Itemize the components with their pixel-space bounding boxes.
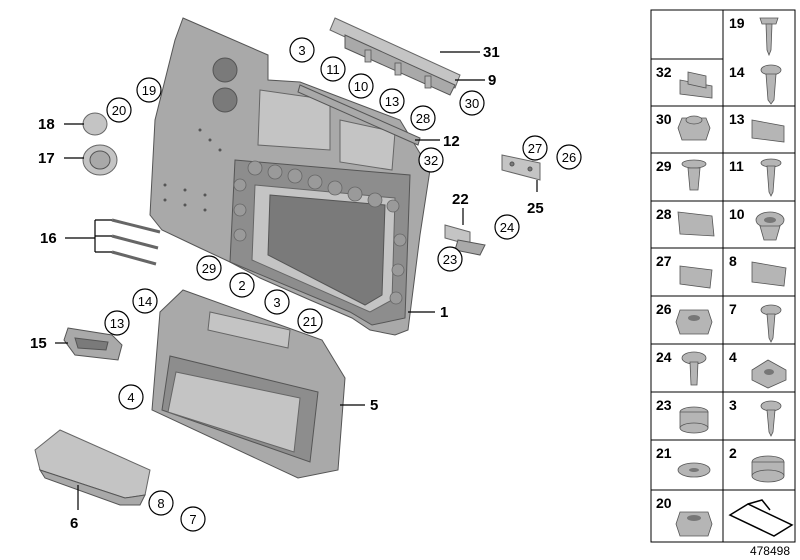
label-6: 6 <box>70 515 78 532</box>
label-12: 12 <box>443 133 460 150</box>
circle-label-3a: 3 <box>298 43 305 58</box>
circle-label-7: 7 <box>189 512 196 527</box>
part-11-screw <box>760 158 782 197</box>
part-24-screw <box>681 351 707 386</box>
circle-label-13a: 13 <box>385 94 399 109</box>
part-20-nut <box>675 511 713 537</box>
label-18: 18 <box>38 116 55 133</box>
circle-label-2: 2 <box>238 278 245 293</box>
grid-label-14: 14 <box>729 64 745 80</box>
circle-label-27: 27 <box>528 141 542 156</box>
grid-label-27: 27 <box>656 253 672 269</box>
grid-label-32: 32 <box>656 64 672 80</box>
storage-compartment-trim <box>151 289 346 479</box>
grid-label-7: 7 <box>729 301 737 317</box>
part-27-clip <box>679 265 713 289</box>
circle-label-19: 19 <box>142 83 156 98</box>
grid-label-13: 13 <box>729 111 745 127</box>
part-2-bushing <box>751 455 785 483</box>
part-10-washer <box>755 211 785 241</box>
part-21-washer <box>677 462 711 478</box>
part-3-screw <box>760 400 782 437</box>
part-23-bushing <box>679 406 709 434</box>
grid-label-28: 28 <box>656 206 672 222</box>
grid-label-23: 23 <box>656 397 672 413</box>
clip-set <box>111 218 161 266</box>
circle-label-3b: 3 <box>273 295 280 310</box>
grid-label-8: 8 <box>729 253 737 269</box>
grid-label-26: 26 <box>656 301 672 317</box>
label-25: 25 <box>527 200 544 217</box>
circle-label-20: 20 <box>112 103 126 118</box>
grid-label-29: 29 <box>656 158 672 174</box>
leader-lines <box>55 51 538 510</box>
part-7-screw <box>760 304 782 343</box>
label-5: 5 <box>370 397 378 414</box>
fastener-grid: 19 32 14 30 13 29 11 28 10 27 8 26 7 24 … <box>650 9 796 543</box>
part-26-nut <box>675 309 713 335</box>
circled-callouts: 3 11 10 13 28 30 32 19 20 27 26 24 23 29… <box>104 37 582 532</box>
grid-label-24: 24 <box>656 349 672 365</box>
mounting-plate <box>501 154 541 181</box>
circle-label-4: 4 <box>127 390 134 405</box>
grid-label-30: 30 <box>656 111 672 127</box>
side-trim-panel <box>149 17 431 336</box>
circle-label-26: 26 <box>562 150 576 165</box>
cap <box>82 112 108 136</box>
circle-label-14: 14 <box>138 294 152 309</box>
label-22: 22 <box>452 191 469 208</box>
circle-label-32: 32 <box>424 153 438 168</box>
label-17: 17 <box>38 150 55 167</box>
grid-label-11: 11 <box>729 158 744 174</box>
circle-label-29: 29 <box>202 261 216 276</box>
handle <box>63 327 123 361</box>
part-30-nut <box>677 115 711 141</box>
upper-rail-bracket <box>297 17 461 146</box>
circle-label-30: 30 <box>465 96 479 111</box>
circle-label-28: 28 <box>416 111 430 126</box>
label-1: 1 <box>440 304 448 321</box>
part-13-clip <box>751 119 785 143</box>
part-32-clip <box>679 71 713 99</box>
circle-label-21: 21 <box>303 314 317 329</box>
diagram-id: 478498 <box>750 544 790 558</box>
part-4-nut <box>751 359 787 389</box>
grid-label-4: 4 <box>729 349 737 365</box>
grid-label-10: 10 <box>729 206 745 222</box>
part-28-clip <box>677 211 715 237</box>
part-29-clip <box>681 159 707 191</box>
part-8-clip <box>751 261 787 287</box>
grid-label-3: 3 <box>729 397 737 413</box>
label-15: 15 <box>30 335 47 352</box>
part-14-screw <box>760 64 782 105</box>
circle-label-11: 11 <box>326 62 340 77</box>
circle-label-8: 8 <box>157 496 164 511</box>
label-16: 16 <box>40 230 57 247</box>
bracket <box>444 224 486 256</box>
cover-flap <box>34 429 151 506</box>
grid-label-20: 20 <box>656 495 672 511</box>
part-19-screw <box>759 17 779 57</box>
grid-label-2: 2 <box>729 445 737 461</box>
grid-label-21: 21 <box>656 445 672 461</box>
speaker-cover <box>82 144 118 176</box>
circle-label-13b: 13 <box>110 316 124 331</box>
grid-label-19: 19 <box>729 15 745 31</box>
label-31: 31 <box>483 44 500 61</box>
circle-label-24: 24 <box>500 220 514 235</box>
label-9: 9 <box>488 72 496 89</box>
main-callouts: 31 9 12 1 5 6 15 16 17 18 22 25 <box>30 44 544 532</box>
symbol-arrow-icon <box>728 499 794 537</box>
circle-label-23: 23 <box>443 252 457 267</box>
circle-label-10: 10 <box>354 79 368 94</box>
